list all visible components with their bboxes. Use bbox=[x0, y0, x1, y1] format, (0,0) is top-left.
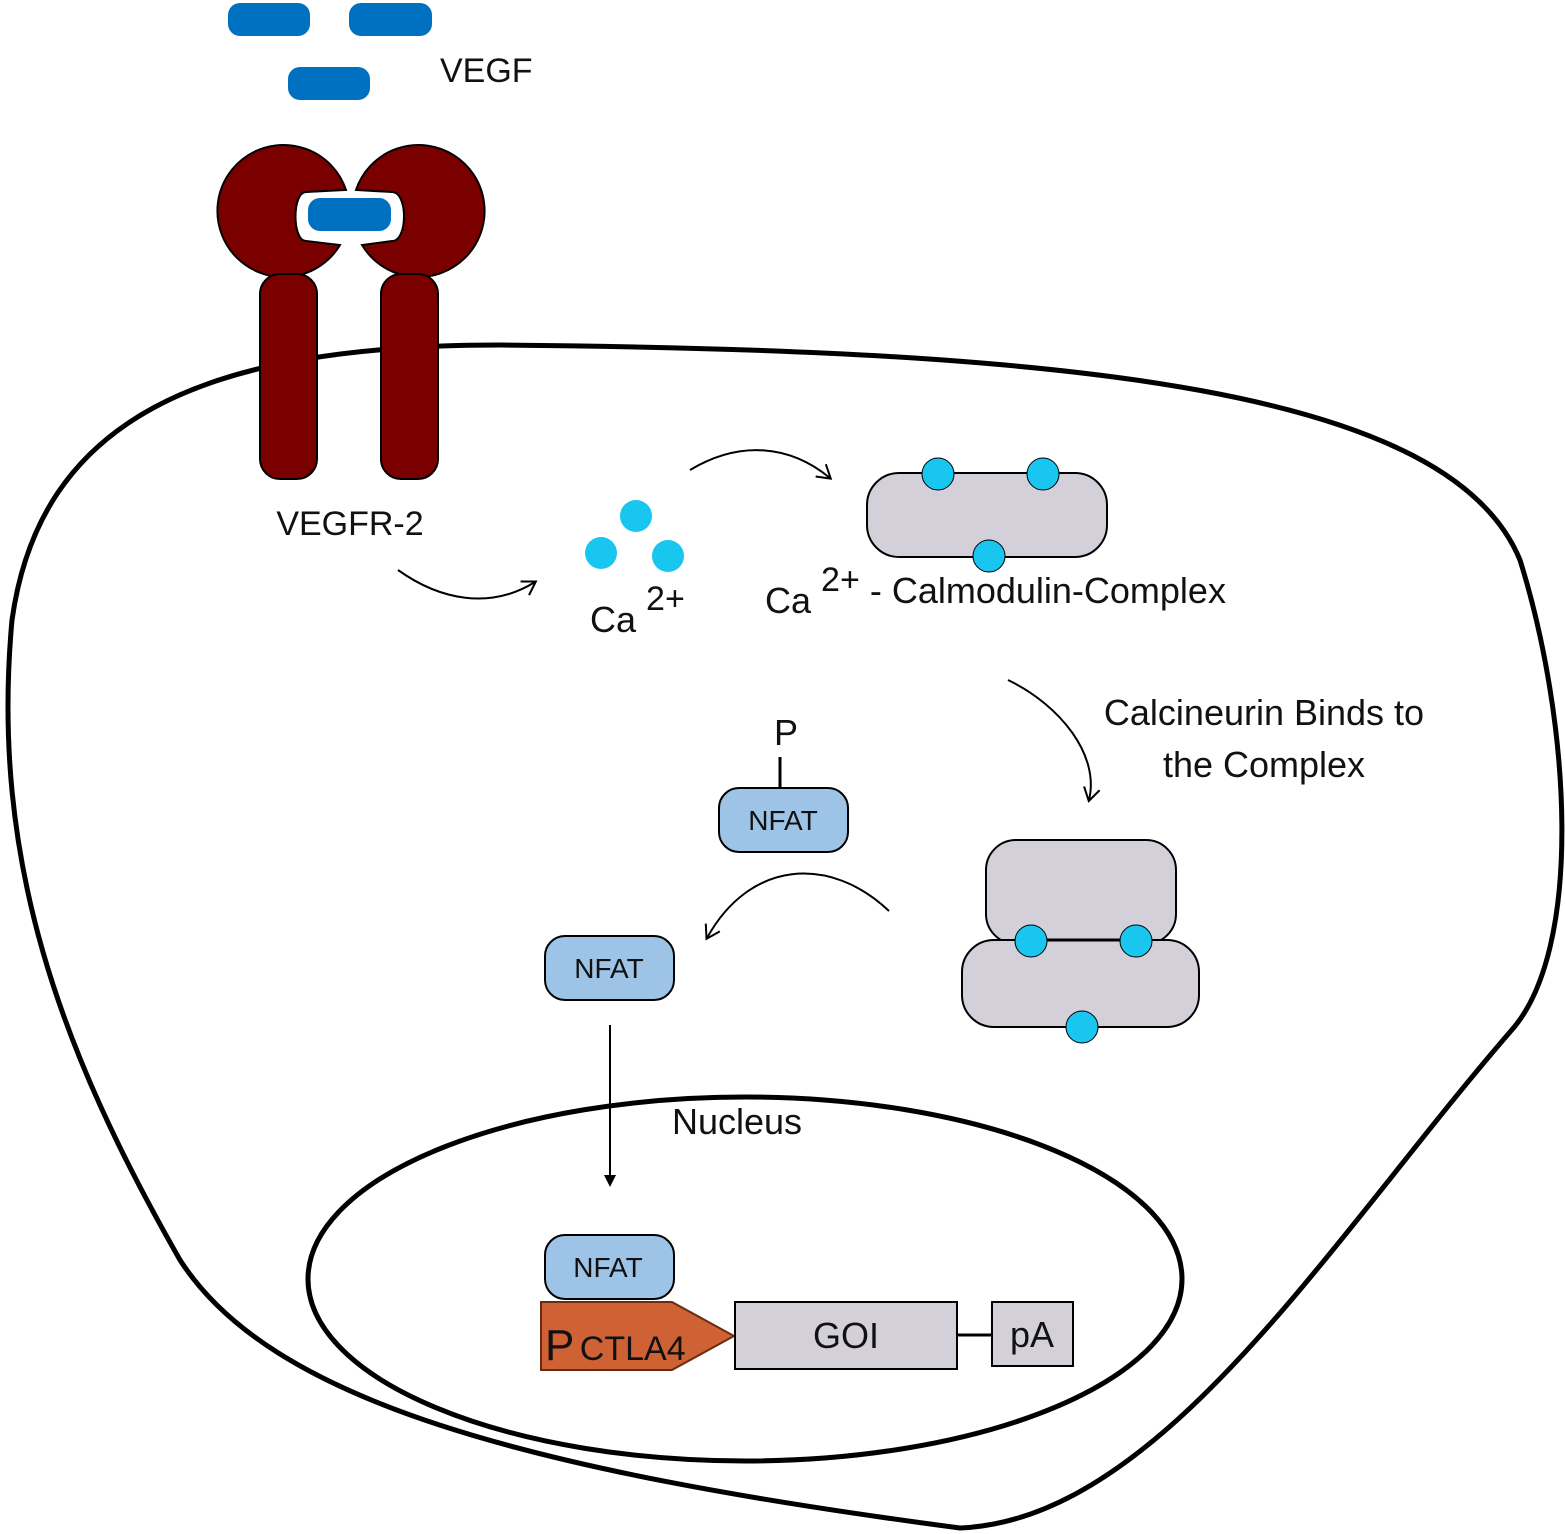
vegfr2-label: VEGFR-2 bbox=[276, 505, 423, 543]
polya-box bbox=[991, 1301, 1074, 1367]
promoter-label: P CTLA4 bbox=[545, 1321, 686, 1370]
arrow-calcium-to-complex bbox=[689, 449, 833, 480]
calcium-ion bbox=[1026, 457, 1060, 491]
nucleus-label: Nucleus bbox=[672, 1101, 802, 1142]
nucleus-membrane bbox=[305, 1094, 1185, 1464]
calcium-ion bbox=[1065, 1010, 1099, 1044]
receptor-head-right bbox=[354, 144, 486, 278]
calmodulin-complex bbox=[866, 457, 1108, 573]
calcium-ion bbox=[972, 539, 1006, 573]
calcium-ion bbox=[1014, 924, 1048, 958]
nfat-phosphorylated: P NFAT bbox=[718, 712, 849, 853]
calcium-ion bbox=[620, 500, 652, 532]
nfat-box bbox=[544, 1234, 675, 1300]
nfat-box bbox=[544, 935, 675, 1001]
vegf-ligand bbox=[288, 67, 370, 100]
calcium-ion bbox=[652, 540, 684, 572]
nfat-bound: NFAT bbox=[544, 1234, 675, 1300]
calcineurin-label-line2: the Complex bbox=[1163, 744, 1365, 785]
vegfr2-receptor bbox=[216, 144, 486, 480]
polya-label: pA bbox=[1010, 1314, 1054, 1355]
complex-label: Ca 2+ - Calmodulin-Complex bbox=[765, 558, 1226, 621]
receptor-stalk-left bbox=[259, 273, 318, 480]
phosphate-label: P bbox=[774, 712, 798, 753]
nfat-box bbox=[718, 787, 849, 853]
nfat-label: NFAT bbox=[573, 1252, 642, 1283]
receptor-stalk-right bbox=[380, 273, 439, 480]
calcium-ion bbox=[921, 457, 955, 491]
vegf-label: VEGF bbox=[440, 52, 533, 90]
arrow-dephosphorylation bbox=[704, 872, 890, 941]
cell-membrane bbox=[5, 342, 1565, 1531]
nfat-label: NFAT bbox=[748, 805, 817, 836]
arrow-calcineurin-binding bbox=[1007, 679, 1101, 803]
vegf-ligands bbox=[228, 3, 432, 100]
ctla4-promoter bbox=[540, 1301, 737, 1371]
vegf-bound-ligand bbox=[308, 198, 391, 231]
calcium-ion bbox=[585, 537, 617, 569]
calcineurin-label-line1: Calcineurin Binds to bbox=[1104, 692, 1424, 733]
gene-construct: P CTLA4 GOI pA bbox=[540, 1301, 1074, 1371]
calcium-ions bbox=[585, 500, 684, 572]
goi-box bbox=[734, 1301, 958, 1370]
nfat-free: NFAT bbox=[544, 935, 675, 1001]
arrow-receptor-to-calcium bbox=[397, 569, 538, 600]
receptor-head-left bbox=[216, 144, 348, 278]
nfat-label: NFAT bbox=[574, 953, 643, 984]
calcium-label: Ca 2+ bbox=[590, 580, 685, 640]
calcium-ion bbox=[1119, 924, 1153, 958]
calcineurin-body bbox=[985, 839, 1177, 945]
vegf-ligand bbox=[349, 3, 432, 36]
goi-label: GOI bbox=[813, 1315, 879, 1356]
vegf-ligand bbox=[228, 3, 310, 36]
calcineurin-calmodulin-complex bbox=[961, 839, 1200, 1044]
